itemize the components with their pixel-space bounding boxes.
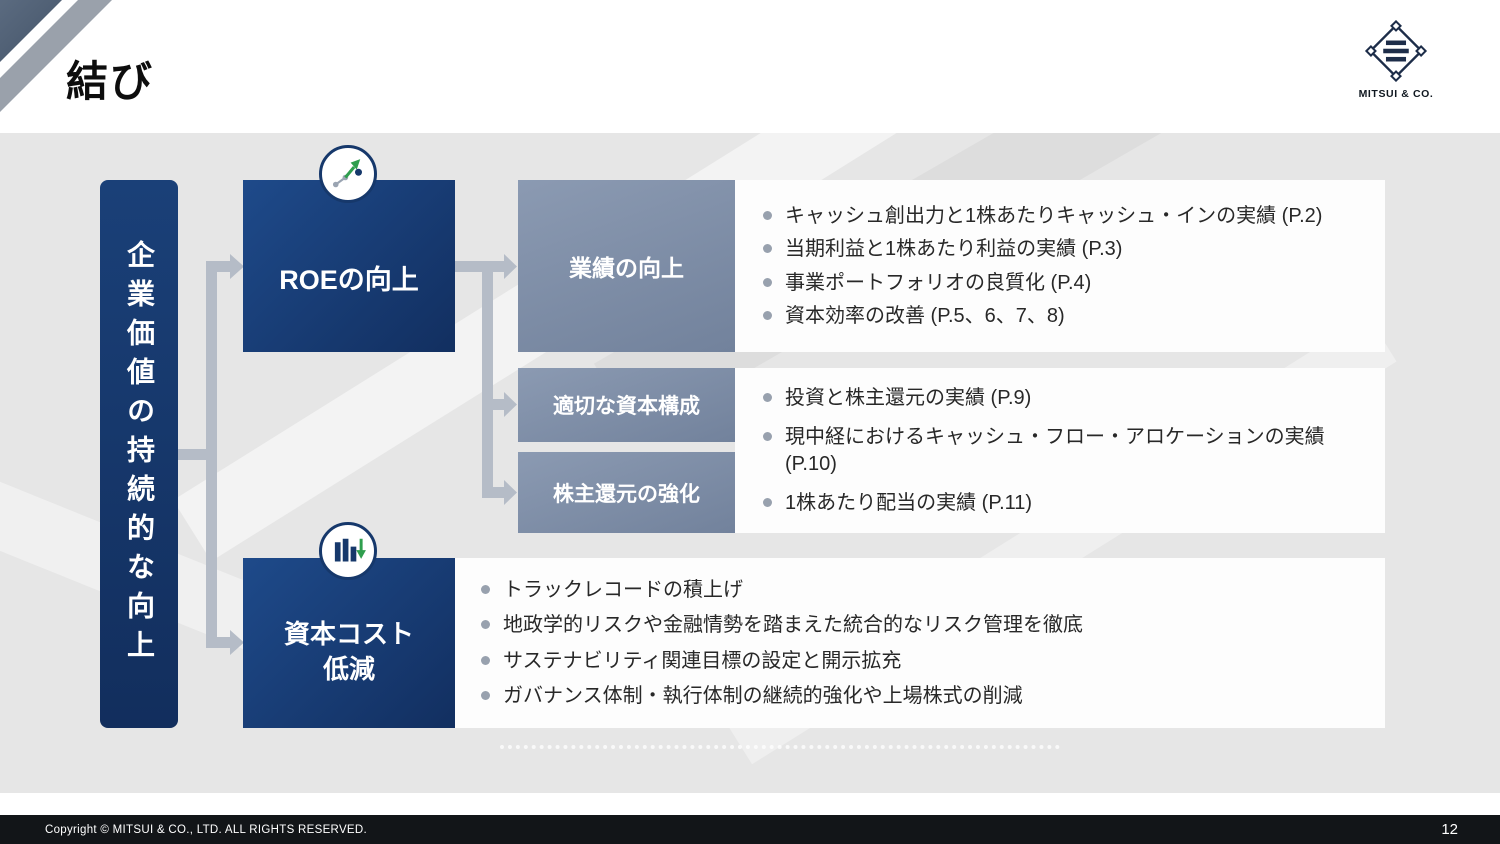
bullet-dot-icon <box>763 210 772 220</box>
mitsui-igeta-logo-icon <box>1364 19 1428 83</box>
bullet-dot-icon <box>481 690 490 700</box>
logo-text: MITSUI & CO. <box>1358 88 1434 100</box>
footer-bar: Copyright © MITSUI & CO., LTD. ALL RIGHT… <box>0 815 1500 844</box>
bullet-text: 事業ポートフォリオの良質化 (P.4) <box>785 271 1092 294</box>
list-item: ガバナンス体制・執行体制の継続的強化や上場株式の削減 <box>481 683 1367 709</box>
page-number: 12 <box>1441 821 1458 838</box>
bullet-dot-icon <box>481 584 490 594</box>
capital-cost-icon-circle <box>319 522 377 580</box>
bullet-text: キャッシュ創出力と1株あたりキャッシュ・インの実績 (P.2) <box>785 204 1323 227</box>
bullet-text: 当期利益と1株あたり利益の実績 (P.3) <box>785 238 1123 261</box>
bullet-text: ガバナンス体制・執行体制の継続的強化や上場株式の削減 <box>503 684 1023 707</box>
bullet-dot-icon <box>763 497 772 507</box>
bullet-text: 現中経におけるキャッシュ・フロー・アロケーションの実績 (P.10) <box>785 426 1325 475</box>
capital-cost-label: 資本コスト 低減 <box>284 617 414 687</box>
list-item: 事業ポートフォリオの良質化 (P.4) <box>763 270 1367 296</box>
roe-label: ROEの向上 <box>279 264 419 295</box>
capital-structure-label: 適切な資本構成 <box>553 395 700 418</box>
bullet-text: 投資と株主還元の実績 (P.9) <box>785 386 1032 409</box>
list-item: 現中経におけるキャッシュ・フロー・アロケーションの実績 (P.10) <box>763 424 1371 477</box>
bar-chart-down-arrow-icon <box>334 538 366 562</box>
bullet-text: 地政学的リスクや金融情勢を踏まえた統合的なリスク管理を徹底 <box>503 614 1083 637</box>
list-item: 当期利益と1株あたり利益の実績 (P.3) <box>763 236 1367 262</box>
page-title: 結び <box>66 58 155 105</box>
shareholder-returns-box: 株主還元の強化 <box>518 452 735 533</box>
capital-cost-label-line2: 低減 <box>322 654 375 684</box>
bullet-text: 1株あたり配当の実績 (P.11) <box>785 491 1033 514</box>
bullet-dot-icon <box>763 277 772 287</box>
list-item: 1株あたり配当の実績 (P.11) <box>763 490 1371 516</box>
trend-up-arrow-icon <box>332 159 362 188</box>
corporate-value-box: 企業価値の持続的な向上 <box>100 180 178 728</box>
bullet-dot-icon <box>763 392 772 402</box>
capital-cost-bullets-panel: トラックレコードの積上げ 地政学的リスクや金融情勢を踏まえた統合的なリスク管理を… <box>455 558 1385 728</box>
capital-structure-box: 適切な資本構成 <box>518 368 735 442</box>
list-item: キャッシュ創出力と1株あたりキャッシュ・インの実績 (P.2) <box>763 203 1367 229</box>
shareholder-returns-label: 株主還元の強化 <box>553 482 700 506</box>
bullet-text: 資本効率の改善 (P.5、6、7、8) <box>785 304 1065 327</box>
list-item: 資本効率の改善 (P.5、6、7、8) <box>763 303 1367 329</box>
corporate-value-label: 企業価値の持続的な向上 <box>124 239 155 669</box>
bullet-dot-icon <box>763 244 772 254</box>
background-dashes <box>500 745 1060 749</box>
bullet-dot-icon <box>763 310 772 320</box>
bullet-dot-icon <box>481 620 490 630</box>
capital-cost-reduction-box: 資本コスト 低減 <box>243 558 455 728</box>
bullet-text: トラックレコードの積上げ <box>503 578 743 601</box>
performance-label: 業績の向上 <box>569 255 684 281</box>
performance-bullets-panel: キャッシュ創出力と1株あたりキャッシュ・インの実績 (P.2) 当期利益と1株あ… <box>735 180 1385 352</box>
copyright-text: Copyright © MITSUI & CO., LTD. ALL RIGHT… <box>45 823 367 836</box>
roe-icon-circle <box>319 145 377 203</box>
bullet-dot-icon <box>763 432 772 442</box>
list-item: 地政学的リスクや金融情勢を踏まえた統合的なリスク管理を徹底 <box>481 612 1367 638</box>
capital-cost-label-line1: 資本コスト <box>283 618 414 649</box>
connector-arrows <box>178 254 517 655</box>
performance-improvement-box: 業績の向上 <box>518 180 735 352</box>
bullet-dot-icon <box>481 655 490 665</box>
company-logo: MITSUI & CO. <box>1350 19 1442 100</box>
list-item: サステナビリティ関連目標の設定と開示拡充 <box>481 648 1367 674</box>
roe-improvement-box: ROEの向上 <box>243 180 455 352</box>
list-item: 投資と株主還元の実績 (P.9) <box>763 385 1371 411</box>
diagram-area: 企業価値の持続的な向上 ROEの向上 資本コスト 低減 <box>0 133 1500 793</box>
list-item: トラックレコードの積上げ <box>481 577 1367 603</box>
bullet-text: サステナビリティ関連目標の設定と開示拡充 <box>503 649 902 672</box>
capital-structure-bullets-panel: 投資と株主還元の実績 (P.9) 現中経におけるキャッシュ・フロー・アロケーショ… <box>735 368 1385 533</box>
